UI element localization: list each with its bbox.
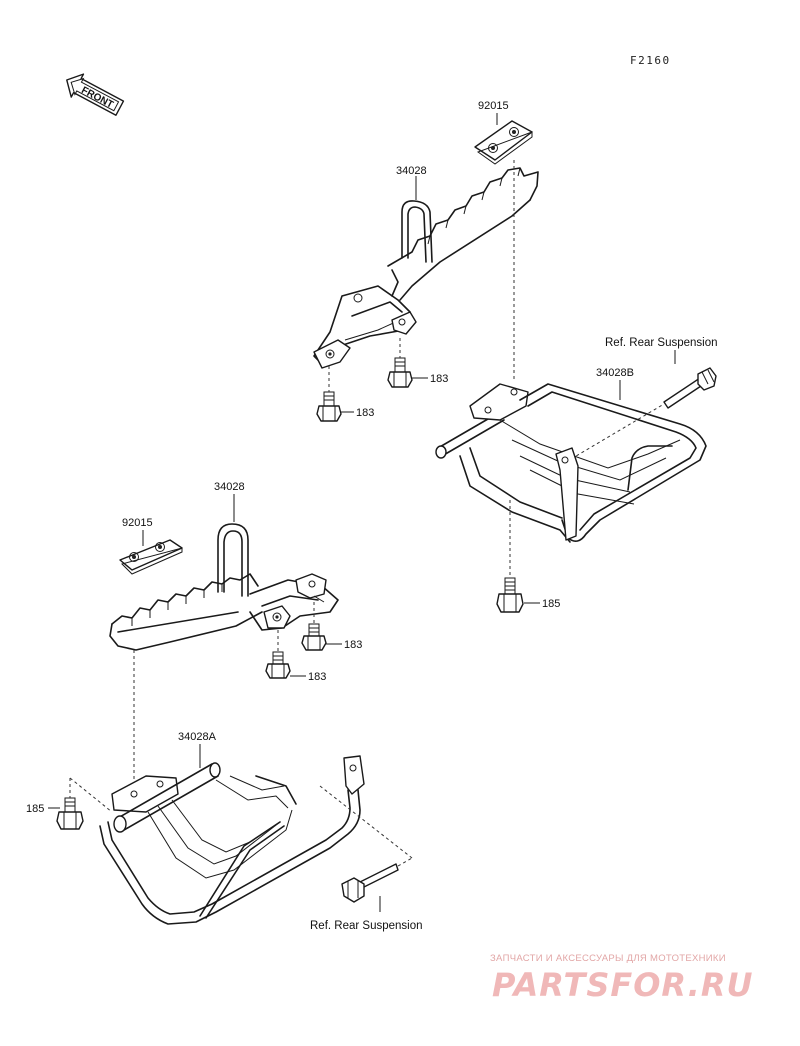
bracket-34028B [435,383,707,543]
label-183-c: 183 [344,639,362,651]
ref-rear-suspension-top: Ref. Rear Suspension [605,337,718,349]
footrest-34028-left [109,523,339,651]
front-arrow-icon: FRONT [66,73,125,116]
plate-92015-top [474,120,533,165]
bracket-34028A [99,755,365,925]
plate-92015-left [119,539,183,575]
label-185-left: 185 [26,803,44,815]
label-92015-left: 92015 [122,517,153,529]
label-34028B: 34028B [596,367,634,379]
long-bolt-top [663,367,717,409]
watermark-tagline: ЗАПЧАСТИ И АКСЕССУАРЫ ДЛЯ МОТОТЕХНИКИ [490,953,726,964]
label-34028-top: 34028 [396,165,427,177]
label-183-d: 183 [308,671,326,683]
bolt-185-right [496,577,524,613]
long-bolt-bottom [341,863,399,903]
bolt-183-d [265,651,291,679]
bolt-183-b [316,391,342,422]
label-185-right: 185 [542,598,560,610]
label-34028A: 34028A [178,731,217,743]
ref-rear-suspension-bottom: Ref. Rear Suspension [310,920,423,932]
footrest-34028-top [313,167,539,369]
diagram-code: F2160 [630,54,671,67]
bolt-183-c [301,623,327,651]
bolt-185-left [56,797,84,830]
label-34028-left: 34028 [214,481,245,493]
label-183-b: 183 [356,407,374,419]
bolt-183-a [387,357,413,388]
label-92015-top: 92015 [478,100,509,112]
watermark-logo: PARTSFOR.RU [492,966,754,1004]
label-183-a: 183 [430,373,448,385]
